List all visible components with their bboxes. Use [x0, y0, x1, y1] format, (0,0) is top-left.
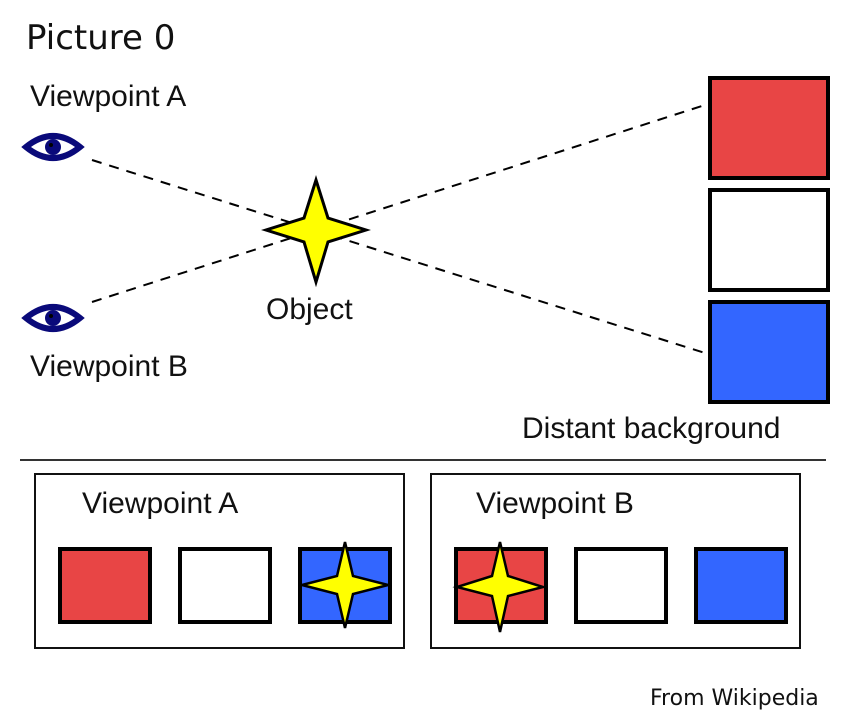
panel-viewpoint-b: [430, 473, 801, 649]
credit-text: From Wikipedia: [650, 686, 819, 711]
diagram-title: Picture 0: [26, 18, 176, 58]
object-star: [261, 175, 371, 288]
panel-a-label: Viewpoint A: [82, 487, 239, 520]
viewpoint-b-label: Viewpoint B: [30, 350, 188, 383]
background-label: Distant background: [522, 412, 781, 445]
panel-viewpoint-a: [34, 473, 405, 649]
panel-b-square-blue: [694, 547, 788, 624]
eye-icon-viewpoint-b: [21, 304, 85, 332]
panel-b-object-star: [452, 541, 548, 633]
panel-a-object-star: [301, 541, 389, 629]
panel-a-square-white: [178, 547, 272, 624]
eye-icon-viewpoint-a: [21, 133, 85, 161]
background-square-red: [708, 76, 830, 180]
sight-line-a-to-blue: [91, 159, 706, 354]
panel-b-label: Viewpoint B: [476, 487, 634, 520]
panel-b-square-white: [574, 547, 668, 624]
viewpoint-a-label: Viewpoint A: [30, 80, 187, 113]
object-label: Object: [266, 293, 353, 326]
panel-a-square-red: [58, 547, 152, 624]
background-square-white: [708, 188, 830, 292]
background-square-blue: [708, 300, 830, 404]
sight-line-b-to-red: [91, 104, 706, 303]
